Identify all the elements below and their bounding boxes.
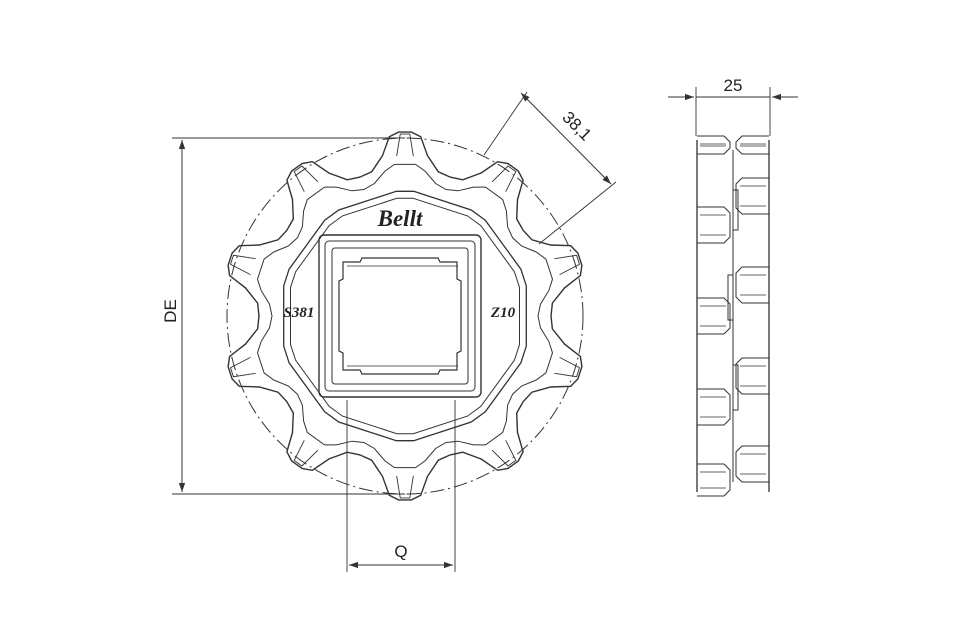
side-tooth-right-detail	[740, 453, 766, 475]
tooth-ridge	[293, 165, 319, 192]
side-tooth-right	[735, 357, 769, 395]
tooth-ridge	[396, 475, 414, 499]
side-tooth-right-detail	[740, 274, 766, 296]
side-tooth-left	[697, 388, 731, 426]
tooth-ridge	[491, 440, 517, 467]
sprocket-inner-profile	[256, 163, 554, 469]
dimension-de: DE	[161, 137, 405, 495]
hub-ring-outer	[283, 190, 527, 442]
de-label: DE	[161, 299, 180, 323]
side-tooth-left	[697, 135, 731, 155]
side-tooth-right	[735, 445, 769, 483]
teeth-group	[229, 133, 581, 499]
side-tooth-right-detail	[740, 143, 766, 147]
tooth-ridge	[554, 254, 581, 275]
hub-ring-inner	[290, 197, 520, 435]
width-label: 25	[724, 76, 743, 95]
pitch-label: 38,1	[558, 108, 595, 145]
side-tooth-left	[697, 297, 731, 335]
q-label: Q	[394, 542, 407, 561]
dimension-q: Q	[346, 400, 456, 572]
tooth-ridge	[229, 254, 256, 275]
side-center-step	[727, 150, 739, 482]
side-tooth-right-detail	[740, 365, 766, 387]
tooth-ridge	[491, 165, 517, 192]
side-tooth-left-detail	[700, 471, 726, 489]
side-tooth-left	[697, 463, 731, 497]
side-tooth-right	[735, 177, 769, 215]
series-marking: S381	[284, 305, 315, 321]
square-bore	[318, 234, 482, 398]
side-tooth-right	[735, 266, 769, 304]
tooth-ridge	[293, 440, 319, 467]
side-tooth-left-detail	[700, 214, 726, 236]
side-tooth-left	[697, 206, 731, 244]
tooth-ridge	[229, 357, 256, 378]
tooth-ridge	[396, 133, 414, 157]
dimension-width: 25	[668, 76, 798, 136]
sprocket-outer-profile	[227, 131, 583, 501]
side-tooth-left-detail	[700, 305, 726, 327]
side-tooth-left-detail	[700, 396, 726, 418]
pitch-circle	[226, 137, 584, 495]
side-tooth-right-detail	[740, 185, 766, 207]
brand-marking: Bellt	[377, 206, 423, 231]
front-view: Bellt S381 Z10	[226, 131, 584, 501]
side-view	[696, 135, 770, 497]
teeth-marking: Z10	[490, 305, 516, 321]
side-tooth-right	[735, 135, 769, 155]
tooth-ridge	[554, 357, 581, 378]
side-tooth-left-detail	[700, 143, 726, 147]
